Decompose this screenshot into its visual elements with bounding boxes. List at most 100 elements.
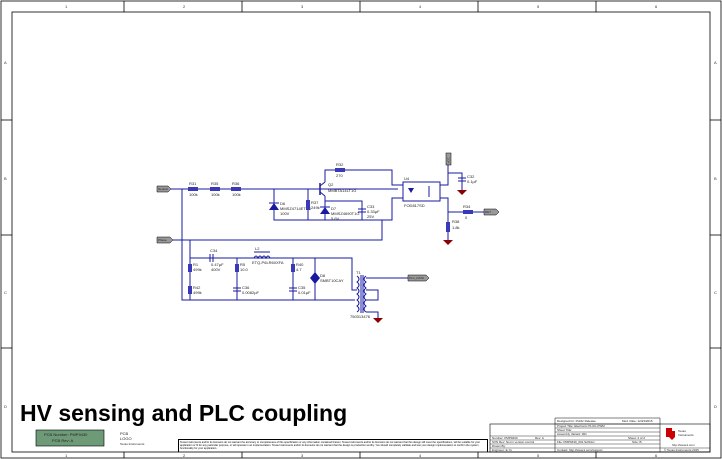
svg-text:MMSZ4690T1G: MMSZ4690T1G: [331, 211, 359, 216]
svg-text:R35: R35: [211, 181, 219, 186]
resistor-r36: R36 100k: [231, 181, 241, 197]
svg-text:Contact: http://www.ti.com/sup: Contact: http://www.ti.com/support: [557, 448, 603, 452]
svg-text:http://www.ti.com: http://www.ti.com: [672, 443, 695, 447]
ground-symbol: [373, 318, 383, 323]
col-label: 1: [65, 4, 68, 9]
port-neutral: Neutral: [156, 185, 172, 193]
resistor-r32: R32 270: [335, 162, 345, 178]
svg-text:DET: DET: [485, 210, 491, 214]
svg-text:C36: C36: [242, 285, 250, 290]
svg-text:FOD817SD: FOD817SD: [404, 203, 425, 208]
svg-text:0.01µF: 0.01µF: [298, 290, 311, 295]
svg-text:0.47µF: 0.47µF: [211, 262, 224, 267]
col-label: 6: [655, 453, 658, 458]
col-label: 2: [183, 453, 186, 458]
svg-text:D6: D6: [280, 201, 286, 206]
svg-text:Size: B: Size: B: [632, 440, 642, 444]
svg-text:C33: C33: [367, 204, 375, 209]
svg-text:100V: 100V: [280, 211, 290, 216]
svg-text:L2: L2: [255, 246, 260, 251]
svg-text:D7: D7: [331, 206, 337, 211]
wires-upper: [171, 165, 484, 240]
svg-text:Engineer: E.Yu: Engineer: E.Yu: [492, 448, 512, 452]
svg-text:Texas: Texas: [678, 429, 686, 433]
svg-text:0: 0: [465, 215, 468, 220]
col-label: 5: [537, 453, 540, 458]
col-label: 3: [301, 453, 304, 458]
svg-text:MMBTA14LT1G: MMBTA14LT1G: [328, 188, 356, 193]
svg-text:Instruments: Instruments: [678, 433, 694, 437]
svg-text:R32: R32: [336, 162, 344, 167]
svg-text:Drawn By:: Drawn By:: [492, 444, 506, 448]
ground-symbol: [457, 190, 467, 195]
page-title: HV sensing and PLC coupling: [20, 400, 347, 426]
svg-text:100k: 100k: [211, 192, 220, 197]
svg-text:R40: R40: [296, 262, 304, 267]
col-label: 1: [65, 453, 68, 458]
wires-lower: [173, 220, 408, 318]
svg-text:R34: R34: [463, 204, 471, 209]
svg-text:100k: 100k: [232, 192, 241, 197]
svg-text:B: B: [714, 176, 717, 181]
svg-text:Q2: Q2: [328, 182, 334, 187]
svg-text:D: D: [4, 404, 7, 409]
svg-text:T1: T1: [356, 270, 361, 275]
svg-text:Project Title: Electronic PLUG: Project Title: Electronic PLUG PWM: [557, 424, 605, 428]
svg-text:Neutral: Neutral: [158, 187, 168, 191]
svg-text:LOGO: LOGO: [120, 436, 132, 441]
svg-text:ETQ-P6LR60XFA: ETQ-P6LR60XFA: [252, 260, 284, 265]
svg-text:0.0082µF: 0.0082µF: [242, 290, 260, 295]
svg-text:0.33µF: 0.33µF: [367, 209, 380, 214]
col-label: 5: [537, 4, 540, 9]
port-vcc-label: VCC: [447, 156, 451, 163]
svg-text:© Texas Instruments 2015: © Texas Instruments 2015: [664, 448, 699, 452]
svg-text:100k: 100k: [189, 192, 198, 197]
svg-text:A: A: [4, 60, 7, 65]
resistor-r34: R34 0: [463, 204, 473, 220]
svg-text:R1: R1: [193, 262, 199, 267]
port-det: DET: [483, 208, 500, 216]
svg-text:Assembly Variant: 001: Assembly Variant: 001: [557, 432, 587, 436]
svg-text:SMBT10CAY: SMBT10CAY: [320, 278, 344, 283]
svg-text:R37: R37: [311, 200, 319, 205]
col-label: 4: [419, 4, 422, 9]
svg-text:C32: C32: [467, 174, 475, 179]
svg-text:Texas Instruments: Texas Instruments: [120, 442, 145, 446]
svg-text:U4: U4: [404, 176, 410, 181]
ti-logo: Texas Instruments: [666, 428, 694, 440]
svg-text:750313476: 750313476: [350, 314, 371, 319]
svg-text:Mod. Date: 12/23/2015: Mod. Date: 12/23/2015: [622, 419, 653, 423]
transformer-t1: T1 750313476: [350, 270, 371, 319]
port-plc-data: PLC_DATA: [407, 274, 430, 282]
svg-text:249k: 249k: [311, 205, 320, 210]
svg-text:25V: 25V: [367, 214, 374, 219]
svg-text:270: 270: [336, 173, 343, 178]
disclaimer: Texas Instruments and/or its licensors d…: [178, 439, 488, 452]
svg-text:4.7: 4.7: [296, 267, 302, 272]
svg-text:10.0: 10.0: [240, 267, 249, 272]
svg-text:MMSZ4714ET1G: MMSZ4714ET1G: [280, 206, 311, 211]
ground-symbol: [443, 240, 453, 245]
svg-text:R42: R42: [193, 285, 201, 290]
svg-text:Designed for: Public Release: Designed for: Public Release: [557, 419, 596, 423]
svg-text:B: B: [4, 176, 7, 181]
resistor-r35: R35 100k: [210, 181, 220, 197]
svg-text:400V: 400V: [211, 267, 221, 272]
svg-text:D8: D8: [320, 273, 326, 278]
svg-text:R36: R36: [232, 181, 240, 186]
svg-text:File: PMP9430_001.SchDoc: File: PMP9430_001.SchDoc: [557, 440, 595, 444]
